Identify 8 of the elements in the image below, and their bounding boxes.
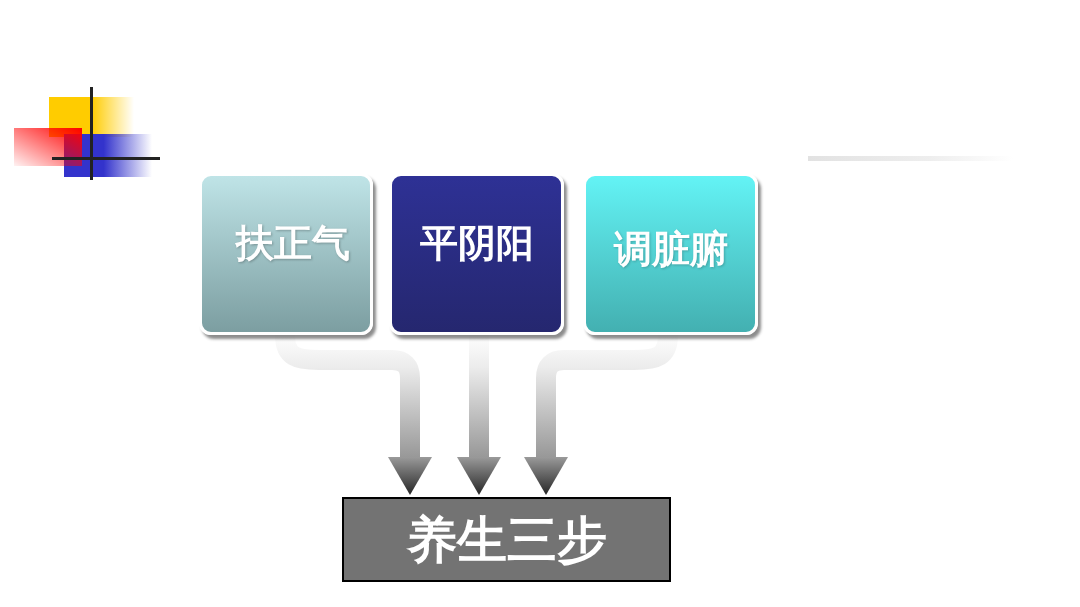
result-box <box>342 497 671 582</box>
node-label: 平阴阳 <box>419 224 534 262</box>
process-box <box>199 173 373 335</box>
node-label: 养生三步 <box>406 514 607 565</box>
process-box <box>389 173 564 335</box>
process-box <box>583 173 758 335</box>
node-label: 扶正气 <box>236 224 350 262</box>
node-label: 调脏腑 <box>613 230 728 268</box>
